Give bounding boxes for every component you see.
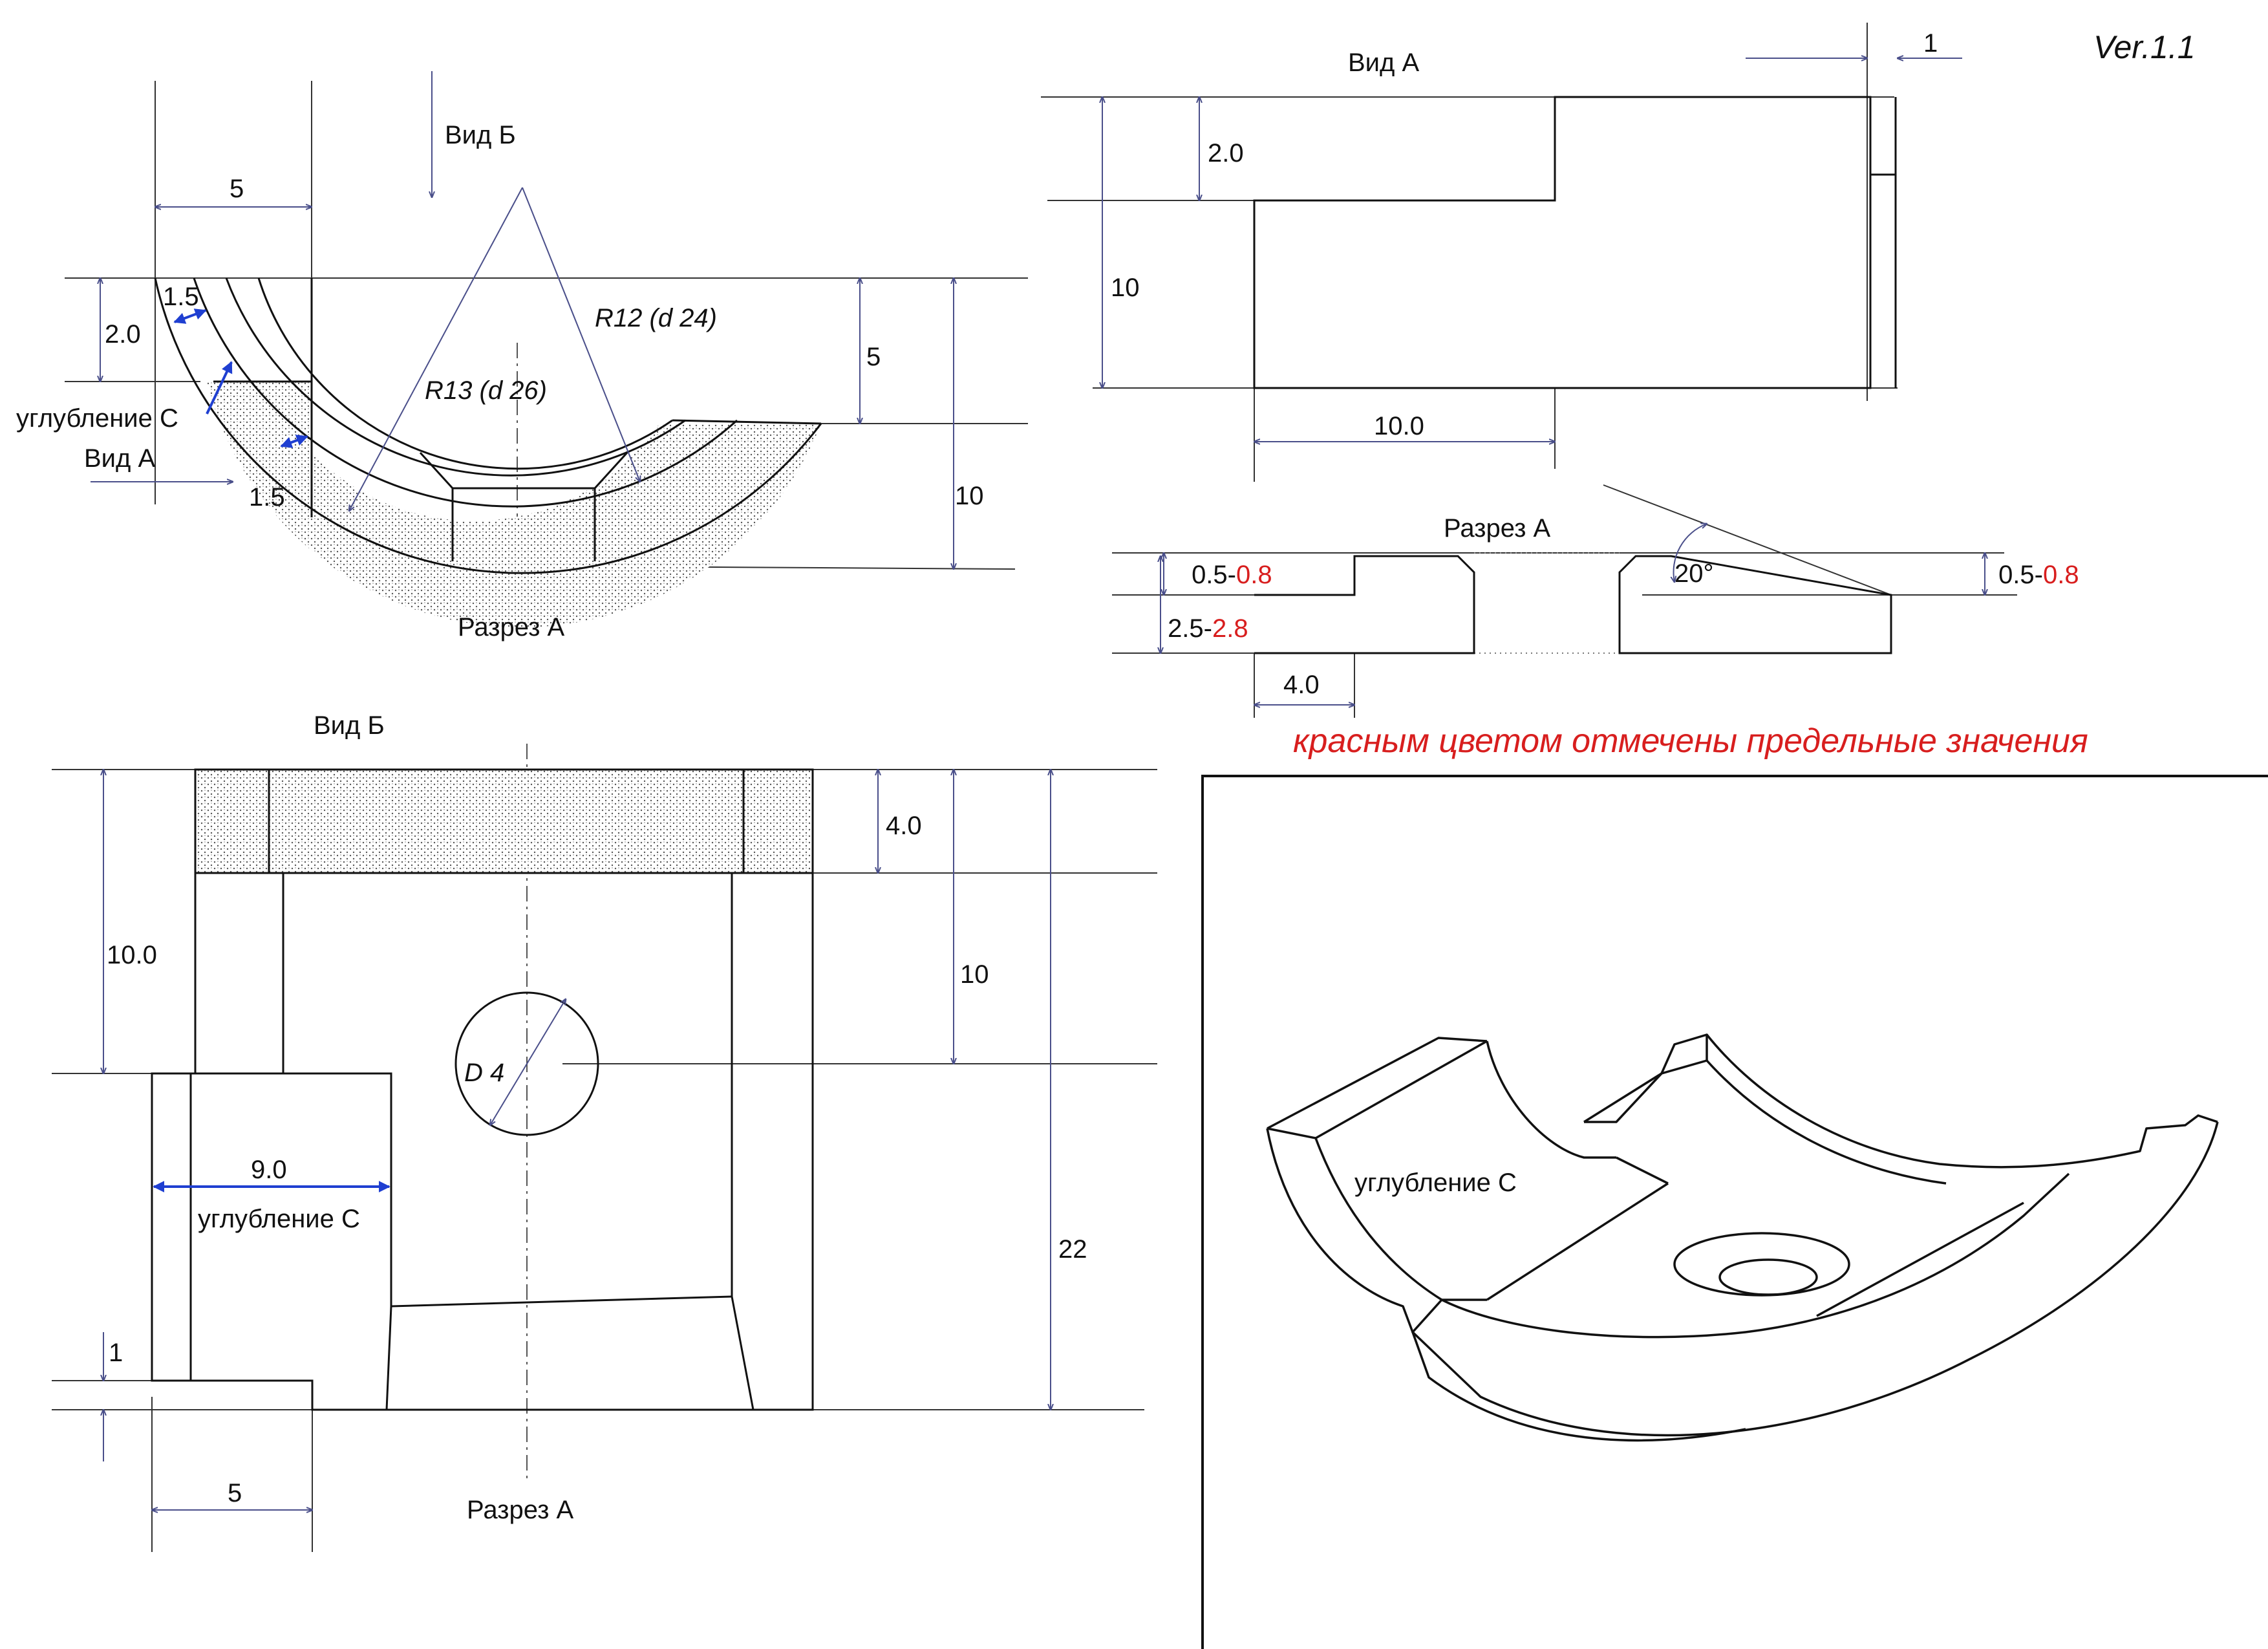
isometric-sketch: углубление С xyxy=(1201,775,2268,1649)
limit-values-note: красным цветом отмечены предельные значе… xyxy=(1293,722,2088,760)
dim-depth-2-0: 2.0 xyxy=(105,320,141,349)
dim-step-2-0: 2.0 xyxy=(1208,139,1244,167)
dim-5: 5 xyxy=(228,1479,242,1507)
dim-wall-1-5-top: 1.5 xyxy=(163,283,199,311)
dim-height-10: 10 xyxy=(1111,274,1140,302)
dim-height-5: 5 xyxy=(866,343,881,371)
version-label: Ver.1.1 xyxy=(2093,29,2196,65)
dim-radius-r12: R12 (d 24) xyxy=(595,304,717,332)
dim-width-10-0: 10.0 xyxy=(1374,412,1424,440)
dim-height-4-0: 4.0 xyxy=(886,812,922,840)
view-b-arrow-label: Вид Б xyxy=(445,121,516,149)
dim-edge-1: 1 xyxy=(1923,29,1938,58)
dim-height-10-0: 10.0 xyxy=(107,941,157,969)
dim-wall-1-5-bottom: 1.5 xyxy=(249,483,285,512)
dim-top-min: 0.5- xyxy=(1192,561,1236,589)
main-section-view: 5 2.0 1.5 1.5 R12 (d 24) R13 (d 26) 5 10… xyxy=(16,71,1028,641)
view-b: Вид Б 10.0 4.0 10 22 D 4 9.0 углубление … xyxy=(52,711,1157,1552)
section-a-title: Разрез А xyxy=(1444,514,1551,543)
dim-right-top-limit: 0.8 xyxy=(2043,561,2079,589)
view-a-title: Вид А xyxy=(1348,48,1419,77)
dim-height-min: 2.5- xyxy=(1168,614,1212,643)
dim-height-22: 22 xyxy=(1058,1235,1087,1264)
recess-c-sketch-label: углубление С xyxy=(1354,1169,1517,1197)
dim-angle-20: 20° xyxy=(1674,559,1714,588)
dim-1: 1 xyxy=(109,1339,123,1367)
dim-height-10: 10 xyxy=(960,960,989,989)
section-a-label: Разрез А xyxy=(467,1496,574,1524)
dim-width-4-0: 4.0 xyxy=(1283,671,1320,699)
view-a-arrow-label: Вид А xyxy=(84,444,155,473)
view-b-title: Вид Б xyxy=(314,711,385,740)
section-a: Разрез А 0.5- 0.8 2.5- 2.8 4.0 20° 0.5- … xyxy=(1112,484,2079,718)
dim-height-10: 10 xyxy=(955,482,984,510)
dim-width-5: 5 xyxy=(230,175,244,203)
recess-c-label: углубление С xyxy=(16,404,178,433)
recess-c-label: углубление С xyxy=(198,1205,360,1233)
section-a-label: Разрез А xyxy=(458,613,565,641)
dim-top-limit: 0.8 xyxy=(1236,561,1272,589)
dim-width-9-0: 9.0 xyxy=(251,1156,287,1184)
dim-right-top-min: 0.5- xyxy=(1998,561,2043,589)
view-a: Вид А 2.0 10 10.0 1 xyxy=(1041,23,1962,482)
dim-diameter-d4: D 4 xyxy=(464,1059,504,1087)
dim-height-limit: 2.8 xyxy=(1212,614,1248,643)
dim-radius-r13: R13 (d 26) xyxy=(425,376,547,405)
